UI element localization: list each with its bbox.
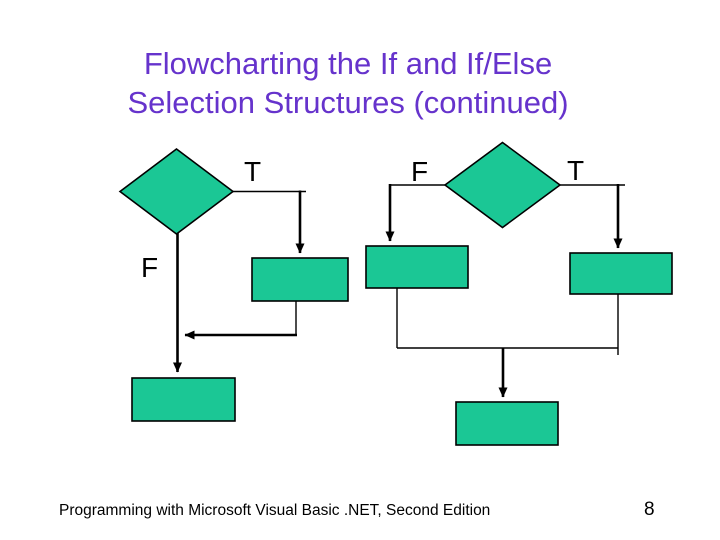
footer-text: Programming with Microsoft Visual Basic …: [59, 502, 491, 519]
slide-title-line1: Flowcharting the If and If/Else: [143, 46, 553, 81]
true-process-box: [251, 257, 349, 302]
false-branch-label: F: [411, 156, 428, 187]
if-flowchart: T F: [118, 147, 349, 422]
false-branch-label: F: [141, 252, 158, 283]
true-branch-label: T: [567, 155, 584, 186]
next-process-box: [455, 401, 559, 446]
decision-diamond: [443, 141, 562, 229]
false-process-box: [365, 245, 469, 289]
true-process-box: [569, 252, 673, 295]
next-process-box: [131, 377, 236, 422]
page-number: 8: [644, 499, 655, 520]
true-branch-label: T: [244, 156, 261, 187]
if-else-flowchart: F T: [365, 141, 673, 446]
decision-diamond: [118, 147, 235, 236]
slide-title: Flowcharting the If and If/Else Selectio…: [14, 44, 682, 123]
slide-title-line2: Selection Structures (continued): [127, 85, 569, 121]
